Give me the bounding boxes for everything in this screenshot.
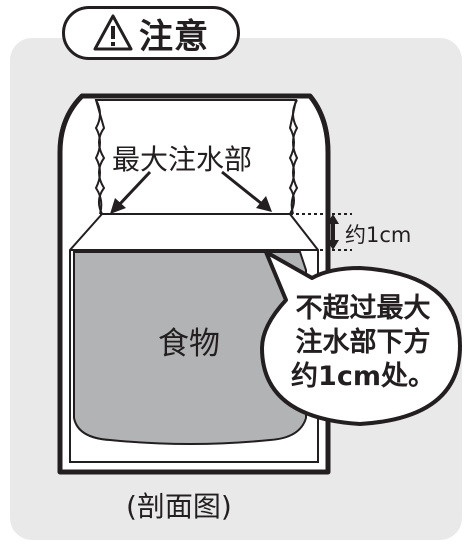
gap-arrow-bottom [327,240,339,250]
neck-thread-left [94,99,103,215]
gap-label: 约1cm [345,223,412,247]
notice-title: 注意 [139,16,209,57]
food-fill [73,251,307,445]
gap-arrow-top [327,214,339,224]
bubble-line-2: 注水部下方 [295,327,431,358]
food-label: 食物 [158,326,220,362]
bubble-line-3: 约1cm处。 [291,361,435,392]
section-caption: (剖面图) [126,490,232,523]
warning-icon [93,14,133,51]
arrow-left-shaft [116,170,152,208]
notice-badge: 注意 [62,6,240,60]
max-fill-label: 最大注水部 [112,143,253,176]
bubble-text: 不超过最大 注水部下方 约1cm处。 [268,292,458,394]
arrow-right-shaft [221,170,263,206]
arrow-right-head [256,196,272,212]
arrow-left-head [110,198,126,214]
speech-bubble [260,250,462,426]
bubble-line-1: 不超过最大 [295,293,431,324]
neck-thread-right [290,99,299,215]
